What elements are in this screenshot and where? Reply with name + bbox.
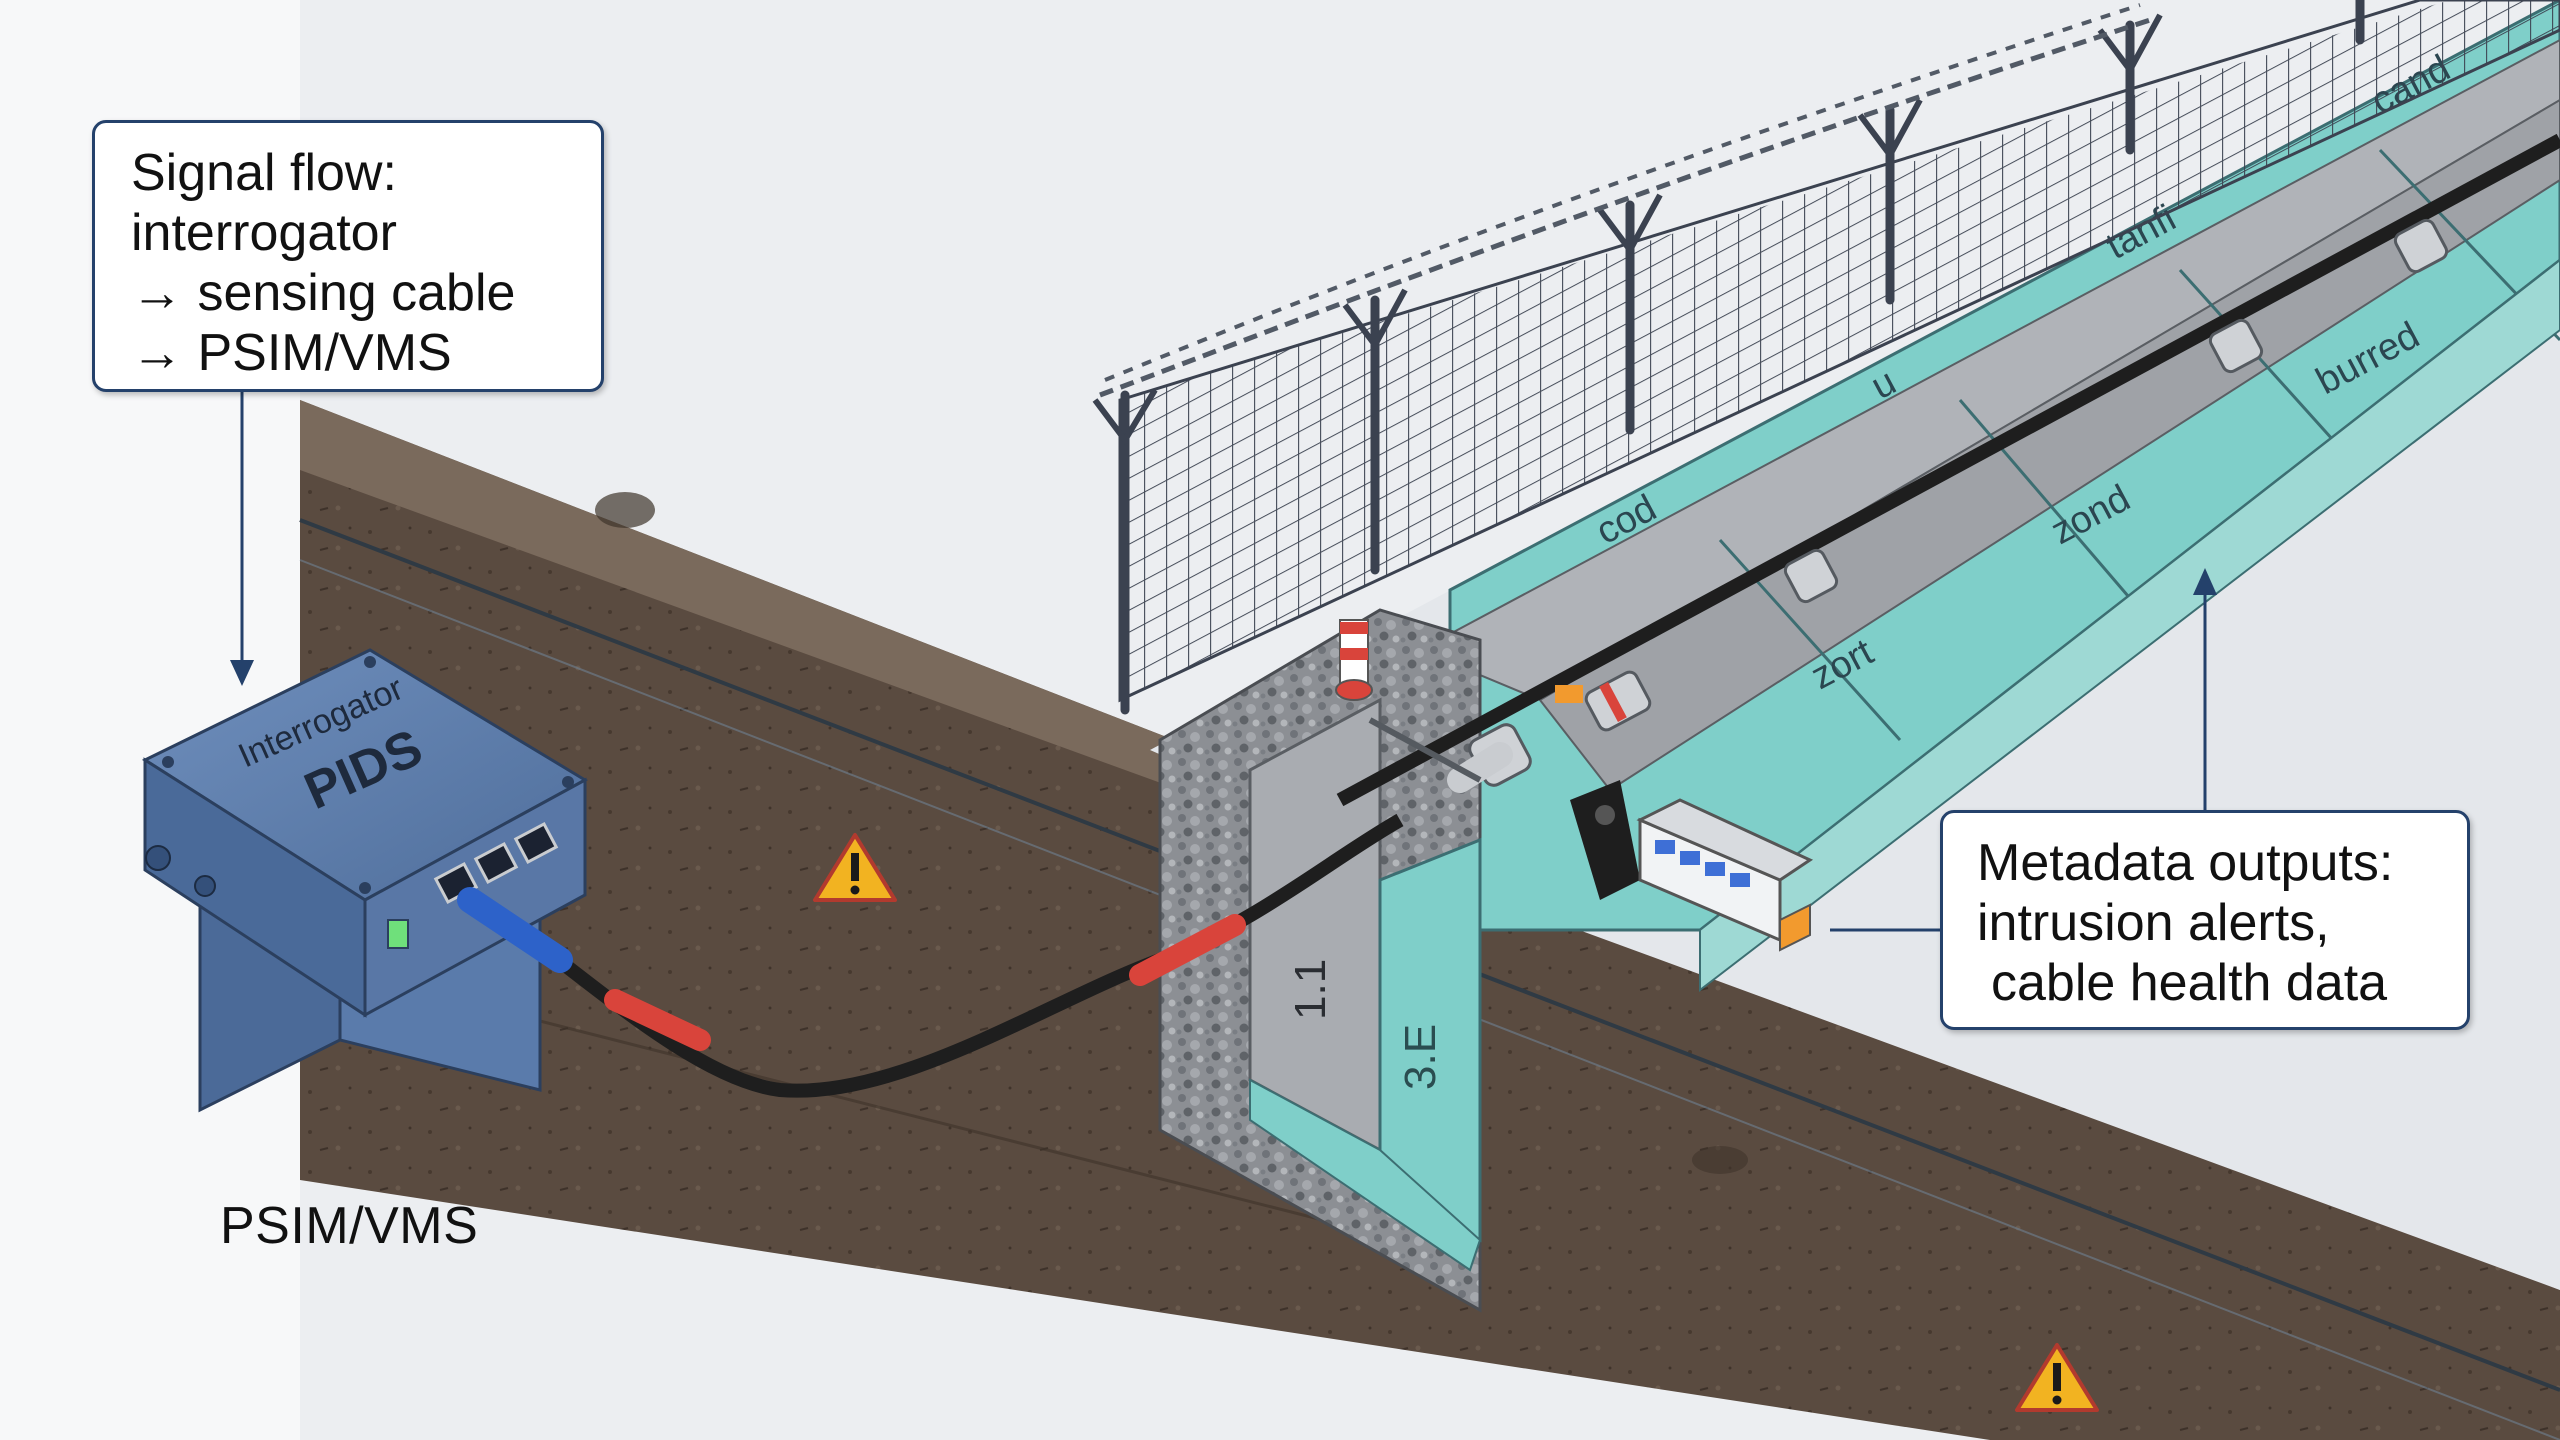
metadata-line: cable health data [1991,954,2388,1012]
trench-label-1: 1.1 [1286,959,1335,1020]
metadata-line: Metadata outputs: [1977,834,2394,892]
warning-icon [2015,1343,2099,1412]
signal-flow-line: interrogator [131,204,397,262]
signal-arrow [230,392,254,686]
psim-vms-label: PSIM/VMS [220,1197,479,1255]
marker-post [1335,619,1373,701]
metadata-output-device [1570,780,1814,952]
trench-label-2: 3.E [1396,1024,1445,1090]
signal-flow-callout: Signal flow: interrogator → sensing cabl… [92,120,604,392]
lead-cable [457,717,1513,1098]
perimeter-fence [1092,0,2560,715]
signal-flow-line: Signal flow: [131,144,397,202]
zone-strip [1417,0,2560,993]
metadata-outputs-callout: Metadata outputs: intrusion alerts, cabl… [1940,810,2470,1030]
metadata-line: intrusion alerts, [1977,894,2330,952]
interrogator-unit: Interrogator PIDS [141,648,589,1113]
warning-icon [813,833,897,902]
metadata-arrow [2193,568,2217,810]
signal-flow-line: → sensing cable [131,264,516,322]
trench-section: 1.1 3.E [1158,608,1482,1313]
signal-flow-line: → PSIM/VMS [131,324,452,382]
